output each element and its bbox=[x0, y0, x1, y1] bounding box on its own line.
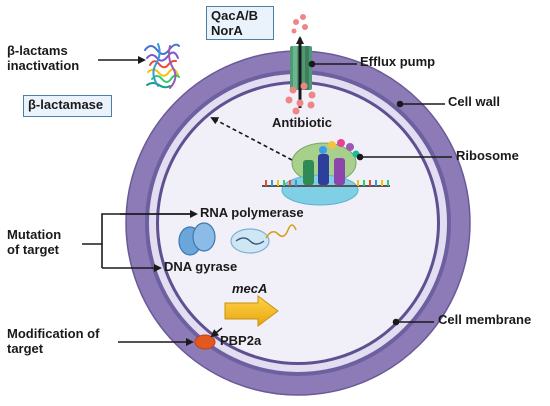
cell-membrane-label: Cell membrane bbox=[438, 312, 532, 327]
qaca-nora-label-box: QacA/B NorA bbox=[206, 6, 274, 40]
antibiotic-molecules bbox=[285, 82, 316, 115]
leader-lines bbox=[82, 56, 452, 346]
pbp2a-pointer bbox=[210, 327, 223, 338]
mutation-of-target-label: Mutation of target bbox=[7, 227, 62, 257]
meca-label: mecA bbox=[232, 281, 268, 296]
efflux-pump-dot bbox=[308, 60, 316, 68]
beta-lactamase-protein-icon bbox=[144, 43, 180, 89]
beta-lactams-line1: β-lactams bbox=[7, 43, 68, 58]
ribosome-label: Ribosome bbox=[456, 148, 519, 163]
cell-interior bbox=[159, 84, 437, 362]
rna-polymerase-icon bbox=[230, 224, 297, 254]
qaca-label: QacA/B bbox=[211, 8, 258, 23]
mutation-line1: Mutation bbox=[7, 227, 62, 242]
cell-wall-label: Cell wall bbox=[448, 94, 501, 109]
cell-membrane-dot bbox=[392, 318, 400, 326]
rna-polymerase-label: RNA polymerase bbox=[200, 205, 304, 220]
pbp2a-protein bbox=[194, 334, 216, 350]
cell bbox=[125, 50, 471, 396]
beta-lactamase-label-box: β-lactamase bbox=[23, 95, 112, 117]
meca-gene-arrow bbox=[224, 295, 279, 327]
antibiotic-label: Antibiotic bbox=[272, 115, 332, 130]
modification-of-target-label: Modification of target bbox=[7, 326, 100, 356]
pbp2a-label: PBP2a bbox=[220, 333, 262, 348]
beta-lactams-inactivation-label: β-lactams inactivation bbox=[7, 43, 80, 73]
ribosome-icon bbox=[281, 139, 360, 206]
efflux-pump-label: Efflux pump bbox=[360, 54, 436, 69]
mrna-strand bbox=[262, 180, 390, 187]
dna-gyrase-icon bbox=[178, 222, 216, 256]
beta-lactamase-label: β-lactamase bbox=[28, 97, 104, 112]
beta-lactams-line2: inactivation bbox=[7, 57, 80, 73]
mutation-line2: of target bbox=[7, 241, 59, 257]
cell-wall-dot bbox=[396, 100, 404, 108]
exported-antibiotic-molecules bbox=[291, 14, 308, 34]
dna-gyrase-label: DNA gyrase bbox=[164, 259, 238, 274]
inactivation-dashed-arrow bbox=[210, 117, 293, 161]
modification-line1: Modification of bbox=[7, 326, 100, 341]
ribosome-dot bbox=[356, 153, 364, 161]
nora-label: NorA bbox=[211, 22, 243, 38]
modification-line2: target bbox=[7, 340, 44, 356]
